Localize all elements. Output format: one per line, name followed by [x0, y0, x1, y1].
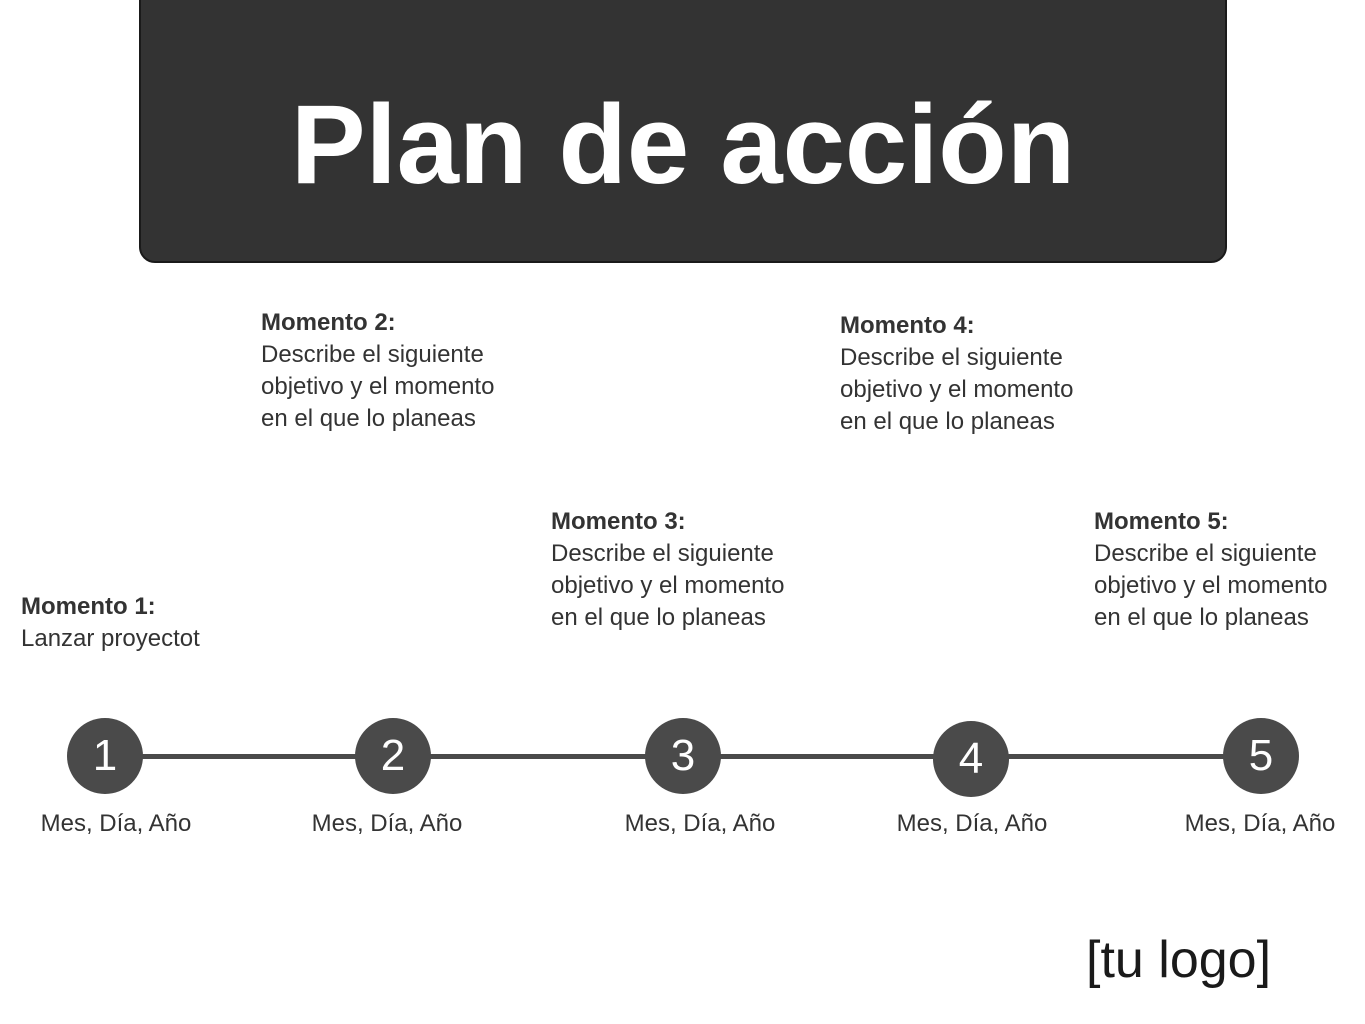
milestone-4-date: Mes, Día, Año [896, 810, 1048, 837]
milestone-5-line-2: objetivo y el momento [1094, 572, 1328, 599]
milestone-5-line-1: Describe el siguiente [1094, 540, 1317, 567]
milestone-2-line-1: Describe el siguiente [261, 341, 484, 368]
milestone-5-date: Mes, Día, Año [1184, 810, 1336, 837]
milestone-4-description: Momento 4: Describe el siguiente objetiv… [840, 310, 1073, 438]
milestone-4-line-1: Describe el siguiente [840, 344, 1063, 371]
timeline-node-1: 1 [67, 718, 143, 794]
milestone-2-line-3: en el que lo planeas [261, 405, 476, 432]
milestone-3-line-2: objetivo y el momento [551, 572, 785, 599]
milestone-3-line-3: en el que lo planeas [551, 604, 766, 631]
milestone-2-line-2: objetivo y el momento [261, 373, 495, 400]
timeline-node-5: 5 [1223, 718, 1299, 794]
milestone-2-description: Momento 2: Describe el siguiente objetiv… [261, 307, 494, 435]
milestone-3-line-1: Describe el siguiente [551, 540, 774, 567]
page-title: Plan de acción [290, 82, 1076, 207]
timeline-node-2: 2 [355, 718, 431, 794]
milestone-1-line-1: Lanzar proyectot [21, 625, 200, 652]
milestone-1-heading: Momento 1: [21, 593, 156, 620]
milestone-5-description: Momento 5: Describe el siguiente objetiv… [1094, 506, 1327, 634]
title-banner: Plan de acción [139, 0, 1227, 263]
milestone-3-description: Momento 3: Describe el siguiente objetiv… [551, 506, 784, 634]
milestone-4-heading: Momento 4: [840, 312, 975, 339]
milestone-5-heading: Momento 5: [1094, 508, 1229, 535]
milestone-1-description: Momento 1: Lanzar proyectot [21, 591, 200, 655]
milestone-2-date: Mes, Día, Año [311, 810, 463, 837]
milestone-2-heading: Momento 2: [261, 309, 396, 336]
milestone-3-heading: Momento 3: [551, 508, 686, 535]
milestone-4-line-2: objetivo y el momento [840, 376, 1074, 403]
milestone-5-line-3: en el que lo planeas [1094, 604, 1309, 631]
milestone-4-line-3: en el que lo planeas [840, 408, 1055, 435]
timeline-node-3: 3 [645, 718, 721, 794]
logo-placeholder: [tu logo] [1086, 931, 1272, 989]
timeline-node-4: 4 [933, 721, 1009, 797]
milestone-3-date: Mes, Día, Año [624, 810, 776, 837]
milestone-1-date: Mes, Día, Año [40, 810, 192, 837]
